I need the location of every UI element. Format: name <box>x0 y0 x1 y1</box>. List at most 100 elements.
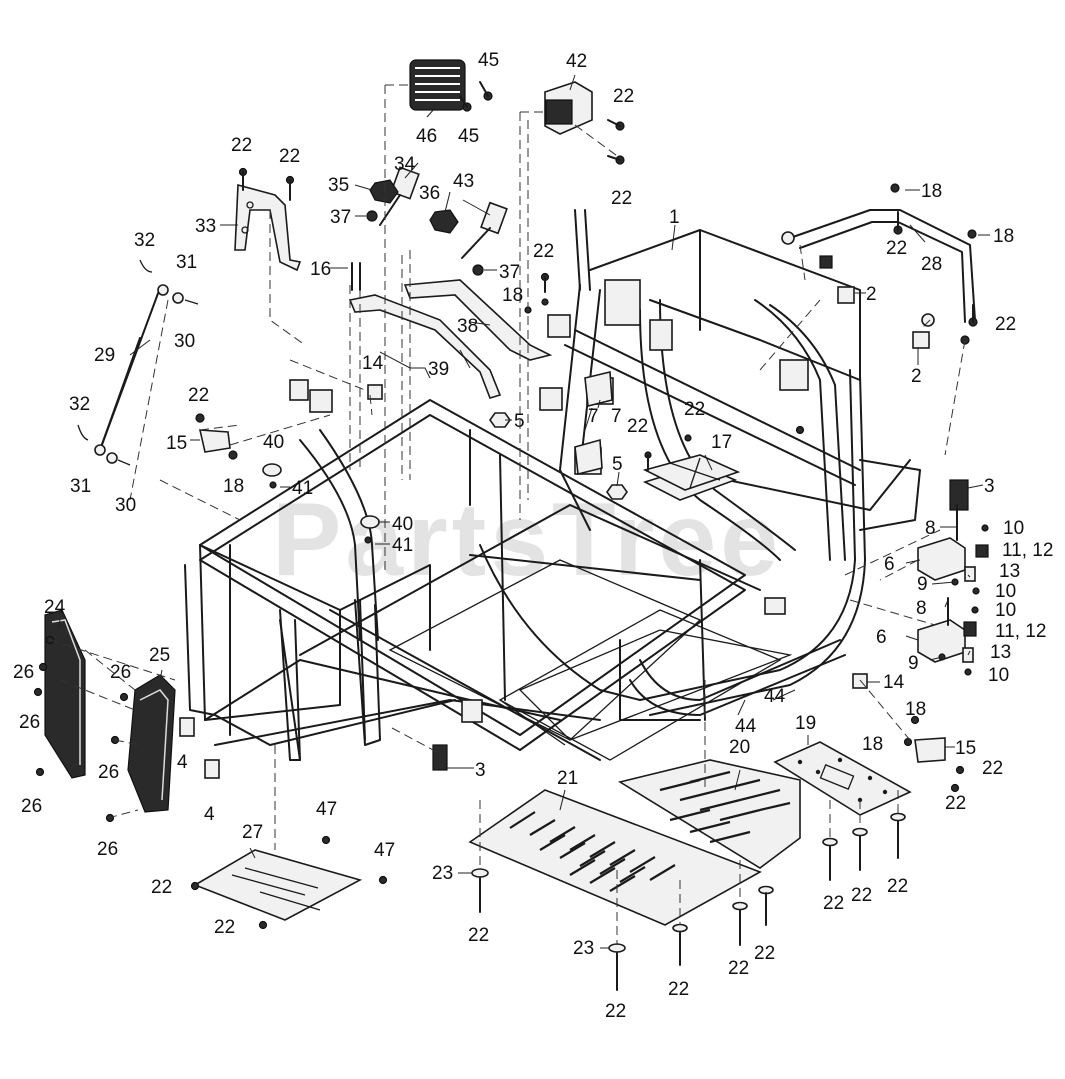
callout-47: 47 <box>316 799 337 820</box>
callout-5: 5 <box>612 454 623 475</box>
callout-37: 37 <box>499 262 520 283</box>
callout-22: 22 <box>214 917 235 938</box>
callout-25: 25 <box>149 645 170 666</box>
callout-21: 21 <box>557 768 578 789</box>
callout-18: 18 <box>993 226 1014 247</box>
part-25-panel <box>127 674 176 813</box>
callout-5: 5 <box>514 411 525 432</box>
callout-22: 22 <box>754 943 775 964</box>
callout-33: 33 <box>195 216 216 237</box>
callout-2: 2 <box>911 366 922 387</box>
part-24-panel <box>44 609 86 779</box>
bolt-hardware <box>33 81 978 991</box>
callout-22: 22 <box>728 958 749 979</box>
strut-hardware <box>77 259 199 466</box>
callout-10: 10 <box>1003 518 1024 539</box>
callout-7: 7 <box>611 406 622 427</box>
part-43-actuator <box>461 201 508 259</box>
callout-3: 3 <box>984 476 995 497</box>
callout-26: 26 <box>13 662 34 683</box>
callout-26: 26 <box>97 839 118 860</box>
callout-46: 46 <box>416 126 437 147</box>
part-29-strut <box>99 287 161 451</box>
callout-18: 18 <box>862 734 883 755</box>
leader-lines <box>57 74 990 949</box>
callout-23: 23 <box>573 938 594 959</box>
callout-6: 6 <box>876 627 887 648</box>
part-19-plate <box>773 741 912 816</box>
callout-23: 23 <box>432 863 453 884</box>
callout-22: 22 <box>887 876 908 897</box>
callout-30: 30 <box>174 331 195 352</box>
callout-22: 22 <box>151 877 172 898</box>
callout-40: 40 <box>263 432 284 453</box>
part-28-handle <box>781 209 976 327</box>
callout-32: 32 <box>134 230 155 251</box>
callout-16: 16 <box>310 259 331 280</box>
callout-22: 22 <box>468 925 489 946</box>
callout-41: 41 <box>392 535 413 556</box>
callout-15: 15 <box>166 433 187 454</box>
callout-2: 2 <box>866 284 877 305</box>
part-7-bracket <box>574 371 613 475</box>
part-15-bracket <box>198 429 946 763</box>
callout-22: 22 <box>231 135 252 156</box>
main-frame <box>184 209 921 761</box>
callout-37: 37 <box>330 207 351 228</box>
callout-22: 22 <box>945 793 966 814</box>
assembly-lines <box>49 84 966 945</box>
callout-22: 22 <box>823 893 844 914</box>
callout-4: 4 <box>204 804 215 825</box>
callout-45: 45 <box>458 126 479 147</box>
callout-14: 14 <box>883 672 905 693</box>
callout-35: 35 <box>328 175 349 196</box>
part-16-bolt <box>351 262 361 291</box>
callout-4: 4 <box>177 752 188 773</box>
callout-30: 30 <box>115 495 136 516</box>
part-46-regulator <box>409 59 466 111</box>
callout-18: 18 <box>905 699 926 720</box>
part-39-rail <box>348 294 502 399</box>
callout-15: 15 <box>955 738 976 759</box>
part-2-cube <box>819 255 930 349</box>
callout-29: 29 <box>94 345 115 366</box>
callout-17: 17 <box>711 432 732 453</box>
callout-28: 28 <box>921 254 942 275</box>
callout-44: 44 <box>735 716 757 737</box>
part-4-block <box>179 717 220 779</box>
callout-14: 14 <box>362 353 384 374</box>
part-21-plate <box>468 789 762 926</box>
callout-22: 22 <box>613 86 634 107</box>
callout-22: 22 <box>605 1001 626 1022</box>
callout-26: 26 <box>98 762 119 783</box>
callout-20: 20 <box>729 737 750 758</box>
callout-18: 18 <box>223 476 244 497</box>
callout-47: 47 <box>374 840 395 861</box>
callout-9: 9 <box>908 653 919 674</box>
callout-22: 22 <box>995 314 1016 335</box>
callout-31: 31 <box>70 476 91 497</box>
callout-34: 34 <box>394 154 416 175</box>
part-17-plate <box>642 454 741 491</box>
callout-26: 26 <box>110 662 131 683</box>
callout-45: 45 <box>478 50 499 71</box>
watermark-text: PartsTree <box>272 482 782 598</box>
callout-9: 9 <box>917 574 928 595</box>
callout-8: 8 <box>925 518 936 539</box>
callout-7: 7 <box>588 406 599 427</box>
callout-10: 10 <box>988 665 1009 686</box>
part-5-nut <box>489 412 628 500</box>
callout-13: 13 <box>999 561 1020 582</box>
callout-40: 40 <box>392 514 413 535</box>
part-36-knob <box>429 209 459 234</box>
part-27-plate <box>193 849 363 921</box>
callout-labels: 1 2 2 3 3 4 4 5 5 6 6 7 7 8 8 9 9 10 10 … <box>13 50 1053 1022</box>
callout-11-12: 11, 12 <box>1002 540 1053 561</box>
callout-26: 26 <box>21 796 42 817</box>
callout-22: 22 <box>886 238 907 259</box>
callout-19: 19 <box>795 713 816 734</box>
callout-18: 18 <box>921 181 942 202</box>
part-34-actuator <box>379 166 420 226</box>
callout-8: 8 <box>916 598 927 619</box>
